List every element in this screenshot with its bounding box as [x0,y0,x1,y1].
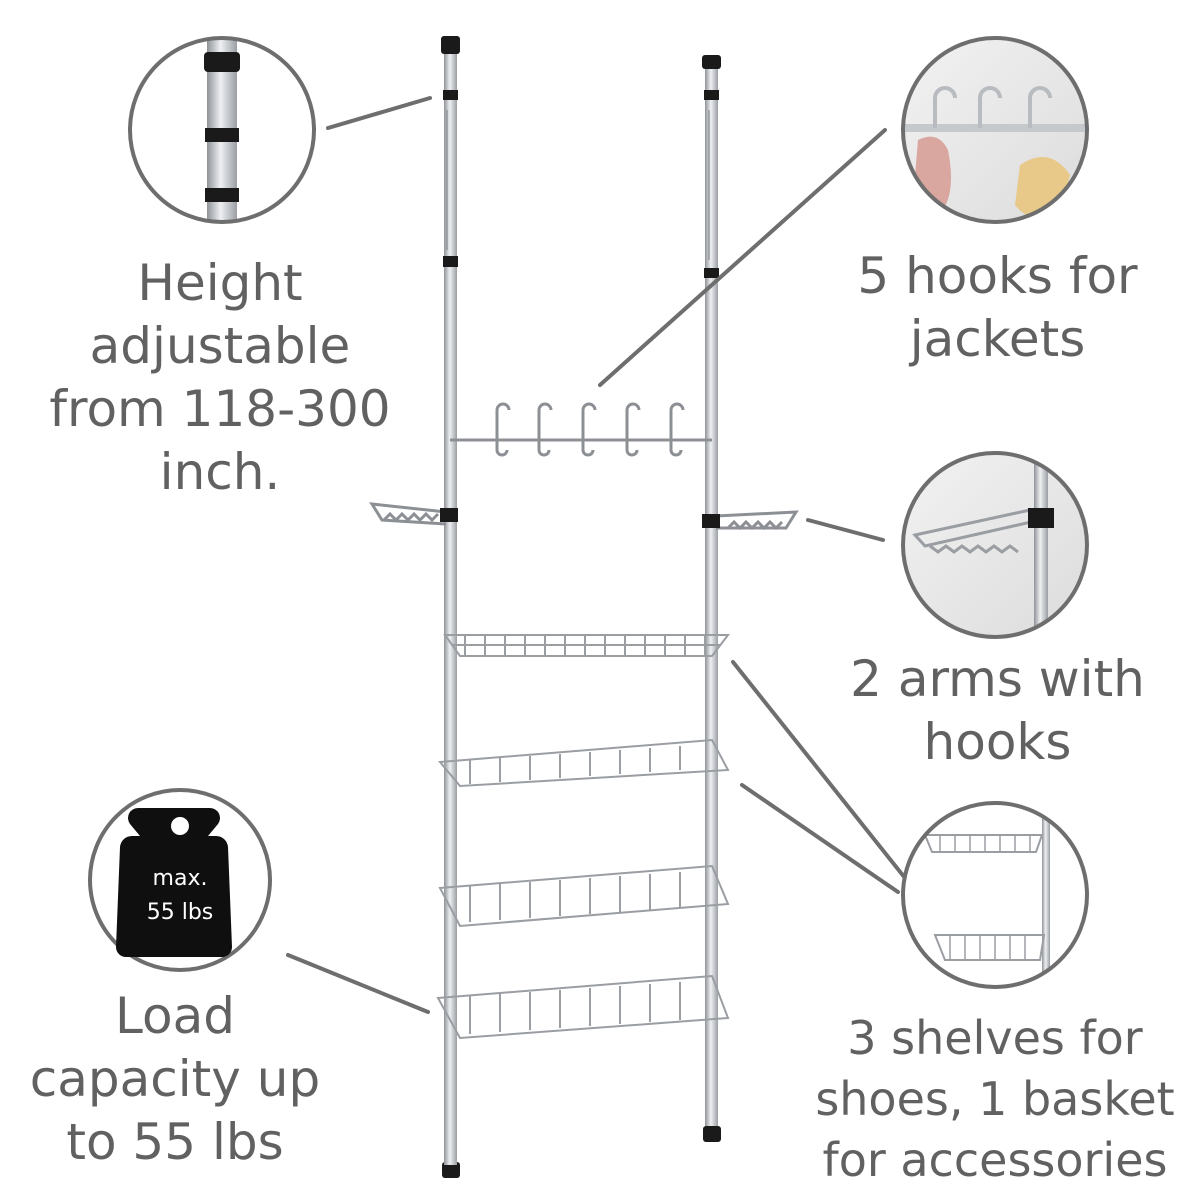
caption-line: for accessories [822,1133,1168,1187]
caption-line: inch. [159,443,281,501]
caption-line: 5 hooks for [857,247,1138,305]
weight-icon [116,808,232,957]
caption-height: Height adjustable from 118-300 inch. [30,252,410,504]
caption-line: Height [137,254,303,312]
caption-line: hooks [923,713,1072,771]
caption-line: 2 arms with [850,650,1145,708]
caption-line: 3 shelves for [847,1011,1143,1065]
weight-badge-line2: 55 lbs [146,900,214,925]
detail-pole-circle [128,36,316,224]
caption-shelves: 3 shelves for shoes, 1 basket for access… [790,1008,1200,1191]
weight-badge-text: max. 55 lbs [130,862,230,930]
caption-line: jackets [909,310,1086,368]
caption-line: shoes, 1 basket [815,1072,1175,1126]
caption-line: from 118-300 [49,380,391,438]
detail-shelves-circle [901,801,1089,989]
caption-arms: 2 arms with hooks [815,648,1180,774]
detail-arm-circle [901,451,1089,639]
detail-hooks-circle [901,36,1089,224]
callout-lines [286,96,907,1014]
detail-weight-circle [88,788,272,972]
caption-line: capacity up [29,1050,321,1108]
caption-line: adjustable [89,317,351,375]
caption-hooks: 5 hooks for jackets [815,245,1180,371]
caption-load: Load capacity up to 55 lbs [10,985,340,1174]
caption-line: to 55 lbs [66,1113,284,1171]
storage-rack [369,36,799,1178]
weight-badge-line1: max. [152,866,208,891]
caption-line: Load [115,987,235,1045]
